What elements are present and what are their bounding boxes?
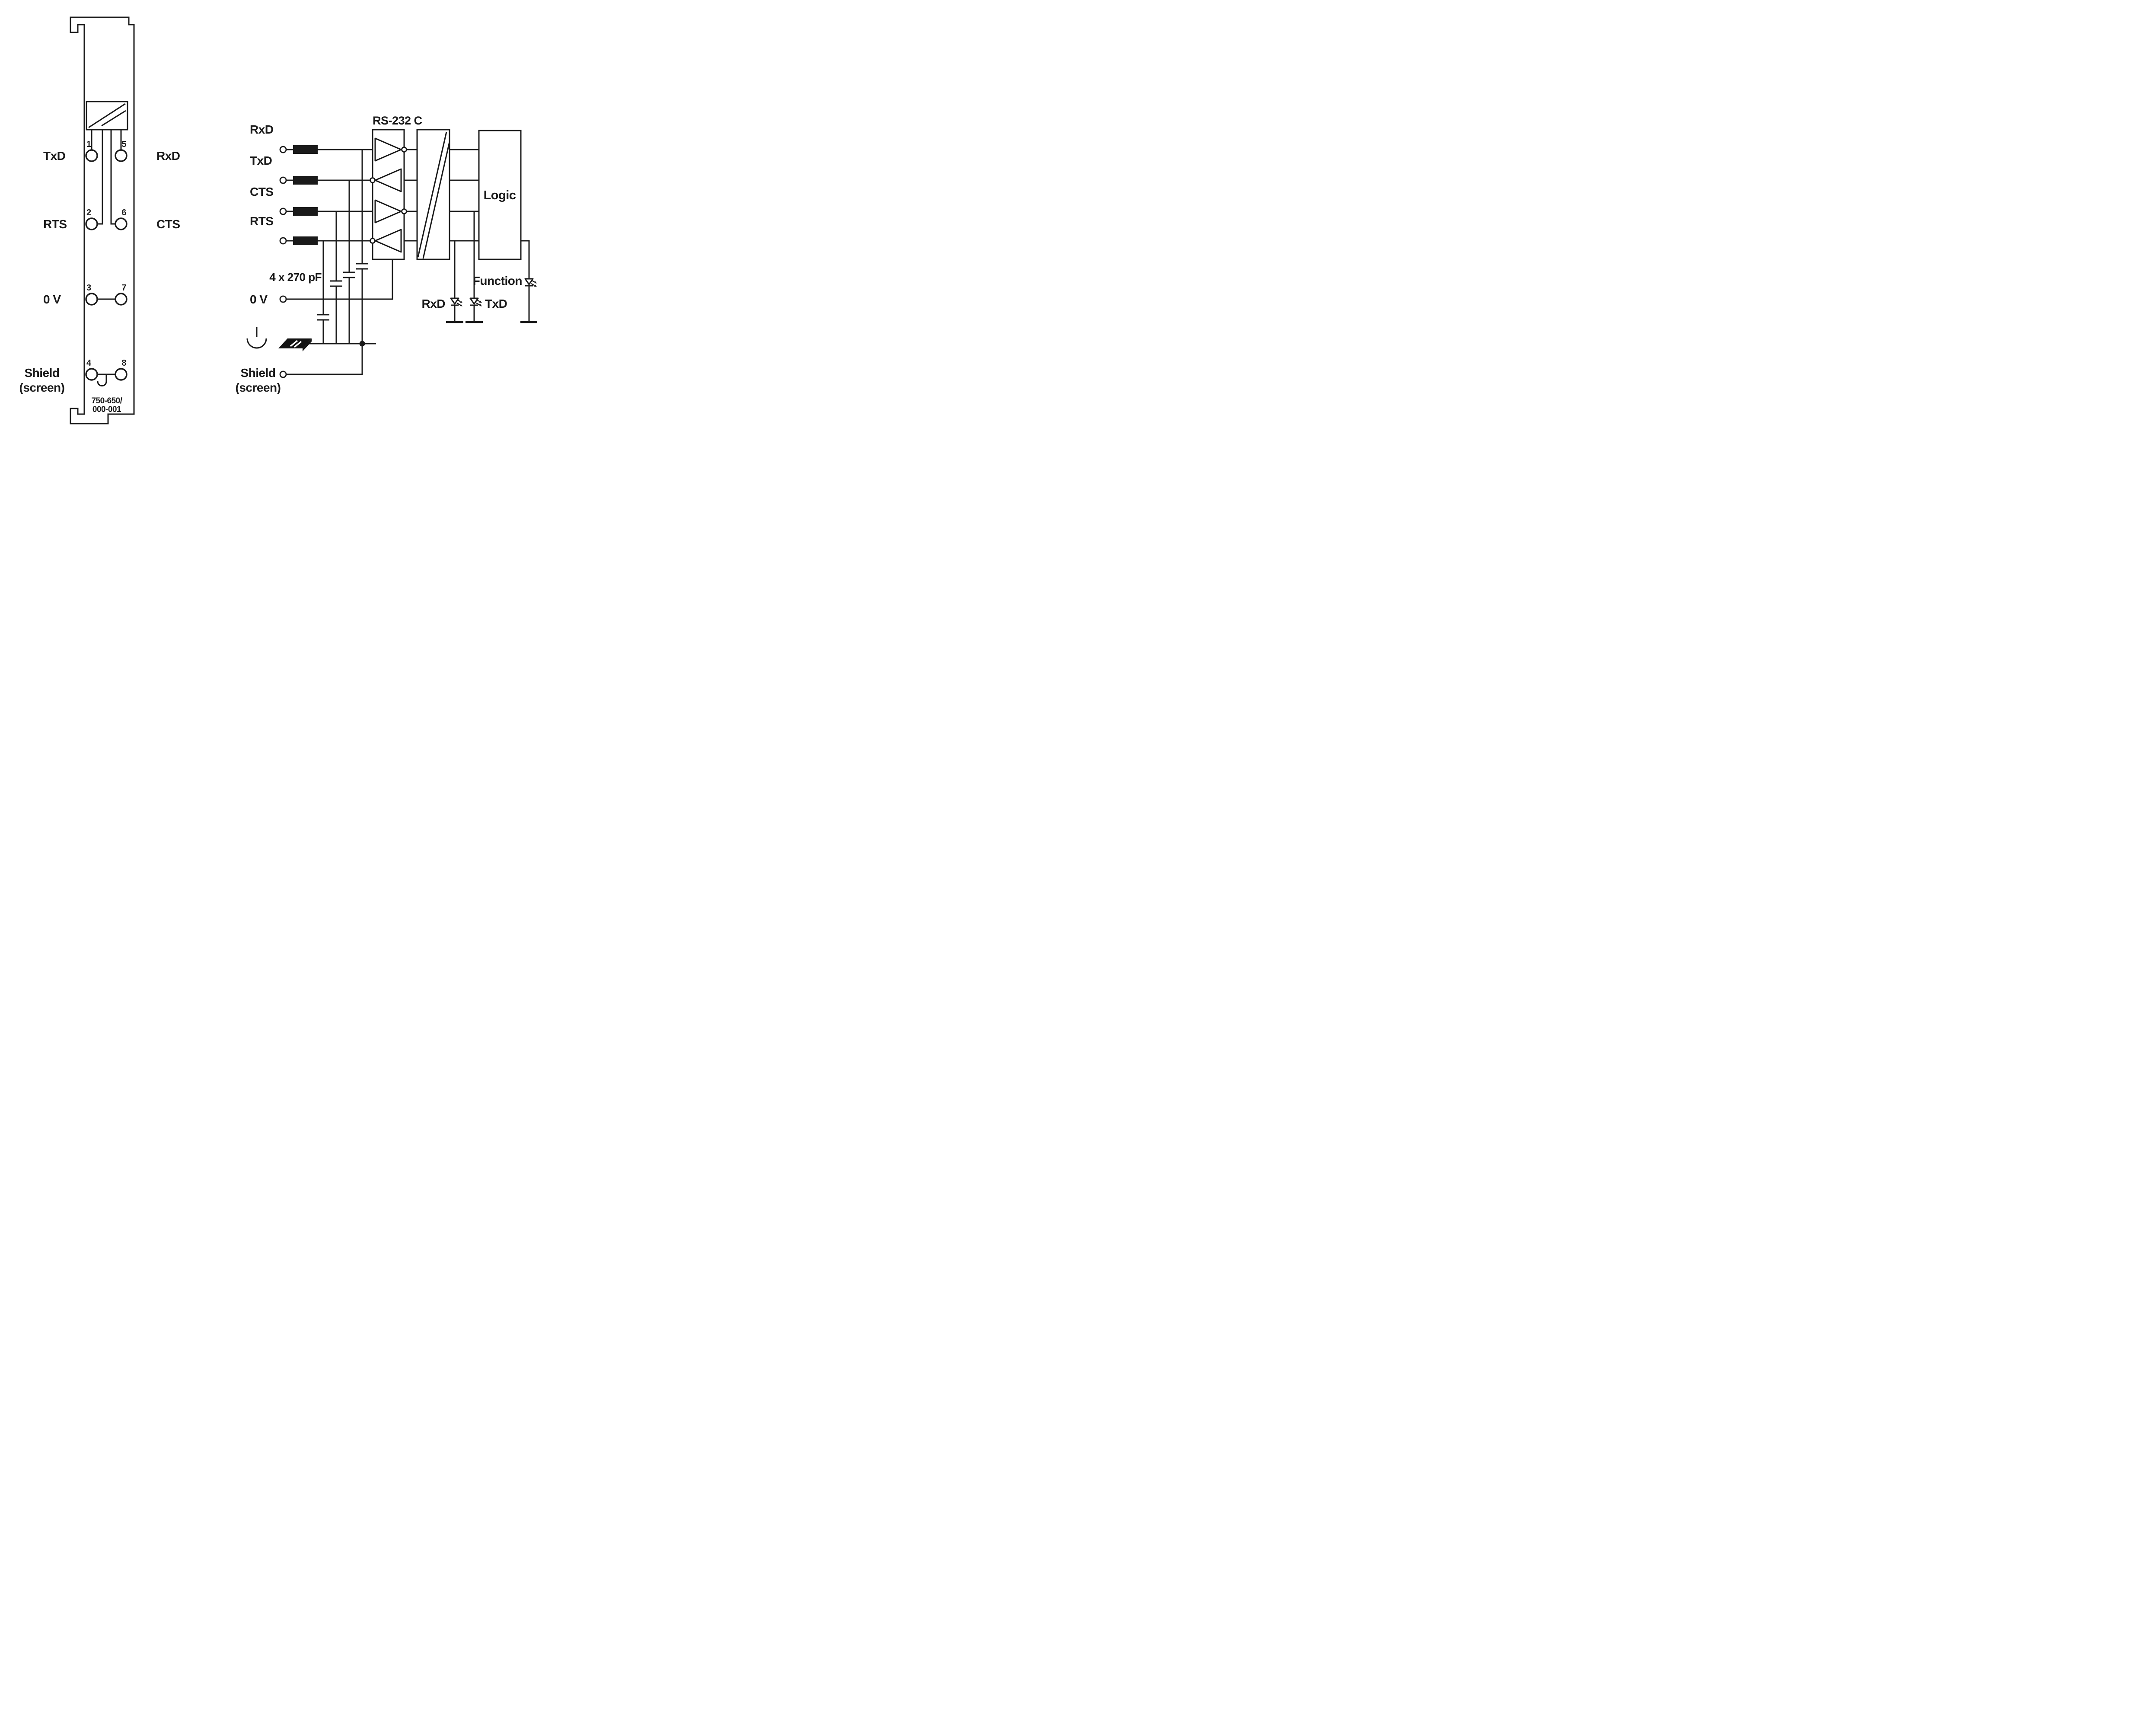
module-label-0v: 0 V xyxy=(43,293,61,306)
logic-block: Logic xyxy=(478,130,522,260)
module-label-shield: Shield xyxy=(24,366,59,380)
schematic-terminal-0v xyxy=(279,295,287,303)
module-isolation-slash xyxy=(88,103,126,128)
signal-label-txd: TxD xyxy=(250,154,272,167)
buffer-rts xyxy=(374,229,402,253)
led-label-function: Function xyxy=(473,274,522,287)
inverter-bubble-txd xyxy=(370,177,376,183)
schematic-terminal-rts xyxy=(279,237,287,245)
module-wires xyxy=(91,130,122,375)
terminal-7 xyxy=(115,293,128,306)
function-led-icon xyxy=(524,278,537,287)
din-rail-front xyxy=(303,338,312,351)
signal-label-cts: CTS xyxy=(250,185,274,198)
led-label-txd: TxD xyxy=(485,297,507,310)
terminal-1 xyxy=(85,149,98,162)
schematic-terminal-rxd xyxy=(279,146,287,153)
terminal-6 xyxy=(115,217,128,230)
capacitor-label: 4 x 270 pF xyxy=(269,271,322,284)
pin-number-2: 2 xyxy=(86,208,91,217)
capacitor-plates xyxy=(317,263,368,321)
buffer-rxd xyxy=(374,137,402,162)
schematic-terminal-cts xyxy=(279,207,287,215)
emi-filters xyxy=(293,145,318,245)
terminal-4 xyxy=(85,368,98,381)
schematic-label-screen: (screen) xyxy=(236,381,281,394)
logic-box xyxy=(478,130,522,260)
pin-number-5: 5 xyxy=(121,140,126,149)
terminal-2 xyxy=(85,217,98,230)
module-label-txd: TxD xyxy=(43,149,66,163)
part-number-line2: 000-001 xyxy=(92,405,121,414)
filter-rxd xyxy=(293,145,318,154)
pin-number-6: 6 xyxy=(121,208,126,217)
module-outline xyxy=(70,16,135,424)
schematic-terminal-txd xyxy=(279,176,287,184)
terminal-8 xyxy=(115,368,128,381)
schematic-label-0v: 0 V xyxy=(250,293,268,306)
module-label-cts: CTS xyxy=(156,217,180,231)
filter-txd xyxy=(293,176,318,185)
schematic-label-shield: Shield xyxy=(240,366,275,380)
module-label-rts: RTS xyxy=(43,217,67,231)
inverter-bubble-rts xyxy=(370,238,376,244)
shield-hook xyxy=(97,374,107,386)
pin-number-8: 8 xyxy=(121,358,126,368)
txd-led-icon xyxy=(469,297,483,307)
module-label-rxd: RxD xyxy=(156,149,180,163)
pin-number-7: 7 xyxy=(121,283,126,293)
module-label-screen: (screen) xyxy=(19,381,65,394)
part-number-line1: 750-650/ xyxy=(91,396,122,405)
signal-label-rts: RTS xyxy=(250,214,274,228)
isolation-barrier xyxy=(416,129,450,260)
pin-number-3: 3 xyxy=(86,283,91,293)
diagram-page: 1 5 2 6 3 7 4 8 TxD RxD RTS CTS 0 V Shie… xyxy=(0,0,537,434)
terminal-3 xyxy=(85,293,98,306)
pin-number-1: 1 xyxy=(86,140,91,149)
buffer-cts xyxy=(374,199,402,223)
inverter-bubble-rxd xyxy=(401,147,407,153)
terminal-5 xyxy=(115,149,128,162)
wiring-diagram: 1 5 2 6 3 7 4 8 TxD RxD RTS CTS 0 V Shie… xyxy=(19,16,537,424)
module-view: 1 5 2 6 3 7 4 8 TxD RxD RTS CTS 0 V Shie… xyxy=(19,16,180,424)
rs232-label: RS-232 C xyxy=(373,114,422,127)
signal-label-rxd: RxD xyxy=(250,123,274,136)
inverter-bubble-cts xyxy=(401,208,407,214)
led-label-rxd: RxD xyxy=(421,297,445,310)
filter-cts xyxy=(293,207,318,216)
pin-number-4: 4 xyxy=(86,358,92,368)
rs232-transceiver xyxy=(370,129,407,260)
rxd-led-icon xyxy=(450,297,463,307)
filter-rts xyxy=(293,236,318,245)
isolation-slash xyxy=(417,131,450,259)
junction-dot xyxy=(359,341,365,347)
circuit-schematic: Logic RxD TxD CTS RTS RS-232 C 4 x 270 p… xyxy=(236,114,537,394)
din-rail-groove xyxy=(290,340,302,348)
schematic-terminal-shield xyxy=(279,370,287,378)
din-rail-icon xyxy=(278,338,312,351)
logic-label: Logic xyxy=(484,188,516,202)
earth-symbol xyxy=(246,327,267,349)
buffer-txd xyxy=(374,168,402,192)
